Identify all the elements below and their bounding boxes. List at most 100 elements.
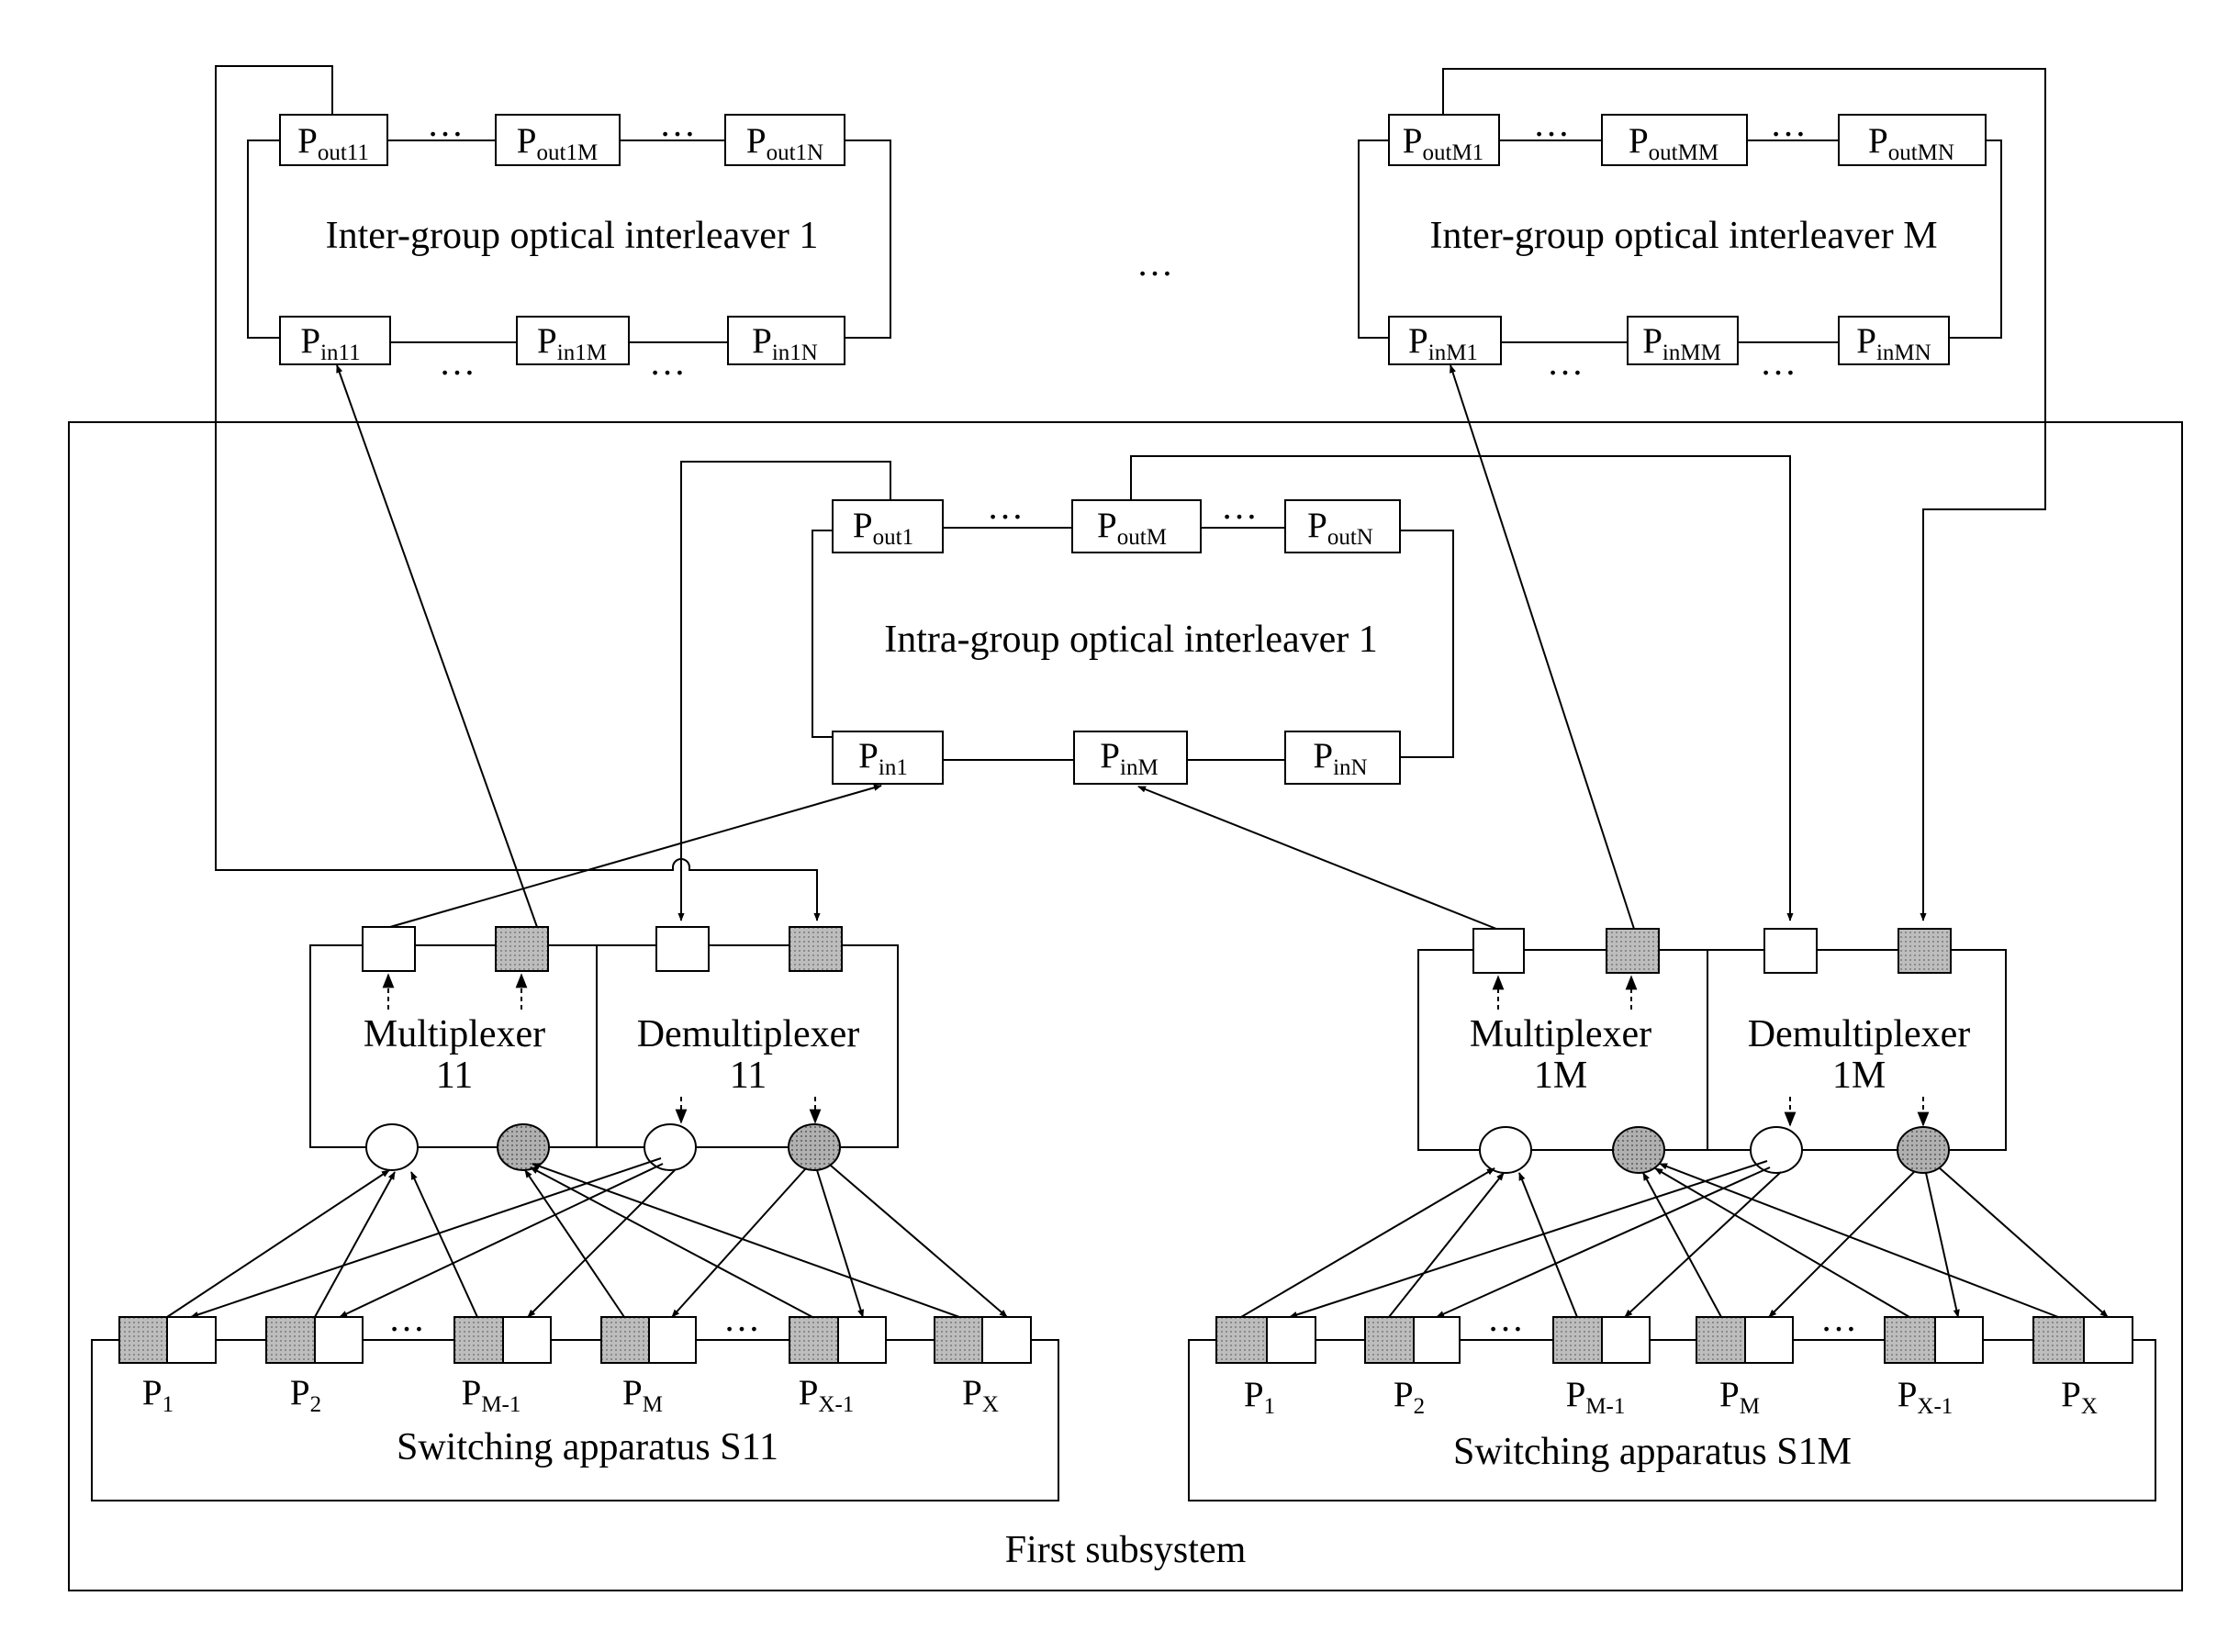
svg-text:PX-1: PX-1	[799, 1373, 855, 1417]
inter-group-interleaver-1-label: Inter-group optical interleaver 1	[326, 215, 819, 257]
mux1m-label-line2: 1M	[1534, 1055, 1587, 1097]
s11-port-px-1: PX-1	[789, 1317, 886, 1417]
port-pin1m-base: P	[537, 321, 557, 361]
s1m-port-px-1: PX-1	[1885, 1317, 1983, 1419]
s1m-p1-base: P	[1244, 1375, 1264, 1414]
s11-pm1-sub: M-1	[481, 1392, 521, 1417]
svg-text:P1: P1	[1244, 1375, 1275, 1419]
interm-in-ellipsis-1: …	[1547, 341, 1584, 383]
s1m-fanout-arrows	[1241, 1161, 2108, 1317]
intra-group-interleaver-1: … … Intra-group optical interleaver 1 Po…	[812, 486, 1453, 784]
port-pin11-base: P	[300, 321, 320, 361]
s11-pm-base: P	[622, 1373, 643, 1412]
s1m-ellipsis-2: …	[1820, 1298, 1857, 1339]
svg-text:P2: P2	[1394, 1375, 1425, 1419]
s11-fanout-arrows	[167, 1158, 1007, 1317]
port-poutm1-base: P	[1403, 121, 1423, 161]
port-pout11: Pout11	[280, 115, 387, 165]
port-pin1m: Pin1M	[517, 317, 629, 365]
s11-port-p1: P1	[119, 1317, 216, 1417]
port-pout1: Pout1	[833, 500, 943, 553]
port-pinm-base: P	[1100, 736, 1120, 776]
mux-demux-11: Multiplexer 11 Demultiplexer 11	[310, 927, 898, 1170]
mux11-label-line1: Multiplexer	[364, 1013, 545, 1055]
port-pinmn-base: P	[1856, 321, 1876, 361]
s1m-port-pm: PM	[1696, 1317, 1793, 1419]
port-pin1-sub: in1	[879, 755, 908, 780]
port-pin1n-base: P	[752, 321, 772, 361]
port-pin1: Pin1	[833, 731, 943, 784]
mux11-wavelength-node	[366, 1124, 418, 1170]
connection-lines	[216, 66, 2045, 929]
port-pinm: PinM	[1074, 731, 1187, 784]
s1m-pm1-base: P	[1566, 1375, 1586, 1414]
s1m-ellipsis-1: …	[1487, 1298, 1524, 1339]
s1m-port-pm-1: PM-1	[1553, 1317, 1650, 1419]
switching-apparatus-s1m: … … Switching apparatus S1M P1 P2 PM-1 P…	[1189, 1298, 2155, 1501]
port-poutmm-base: P	[1629, 121, 1649, 161]
port-pin1-base: P	[858, 736, 879, 776]
s1m-px-base: P	[2061, 1375, 2081, 1414]
port-pinmm-sub: inMM	[1662, 340, 1721, 365]
svg-text:P2: P2	[290, 1373, 321, 1417]
port-pout1-base: P	[853, 506, 873, 545]
port-pout1m-sub: out1M	[537, 140, 599, 165]
s11-pm1-base: P	[462, 1373, 482, 1412]
s1m-port-px: PX	[2033, 1317, 2133, 1419]
demux1m-wavelength-node	[1751, 1127, 1802, 1173]
demux11-input-port	[656, 927, 709, 971]
port-pinm-sub: inM	[1120, 755, 1159, 780]
s11-port-px: PX	[935, 1317, 1031, 1417]
svg-text:PM: PM	[622, 1373, 663, 1417]
port-pinn-base: P	[1313, 736, 1333, 776]
port-pinn-sub: inN	[1333, 755, 1368, 780]
s11-ellipsis-2: …	[723, 1298, 760, 1339]
port-poutmn: PoutMN	[1839, 115, 1986, 165]
inter1-out-ellipsis-2: …	[659, 103, 696, 144]
port-pin1n: Pin1N	[728, 317, 845, 365]
demux11-label-line2: 11	[730, 1055, 767, 1097]
s11-pm-sub: M	[643, 1392, 663, 1417]
port-pinmm-base: P	[1642, 321, 1662, 361]
demux1m-label-line2: 1M	[1832, 1055, 1886, 1097]
s11-px-sub: X	[982, 1392, 999, 1417]
mux1m-wavelength-node	[1480, 1127, 1531, 1173]
switch-s11-label: Switching apparatus S11	[397, 1426, 778, 1468]
switch-s1m-label: Switching apparatus S1M	[1453, 1431, 1852, 1473]
demux11-shaded-node	[789, 1124, 840, 1170]
svg-text:P1: P1	[142, 1373, 174, 1417]
port-poutm-sub: outM	[1117, 525, 1167, 550]
mux11-label-line2: 11	[436, 1055, 473, 1097]
port-poutn-sub: outN	[1327, 525, 1373, 550]
svg-text:PM-1: PM-1	[462, 1373, 521, 1417]
port-pinn: PinN	[1285, 731, 1400, 784]
svg-text:PX-1: PX-1	[1898, 1375, 1954, 1419]
s1m-px1-base: P	[1898, 1375, 1918, 1414]
s11-port-p2: P2	[266, 1317, 363, 1417]
inter-group-interleaver-m-label: Inter-group optical interleaver M	[1429, 215, 1937, 257]
svg-text:PX: PX	[2061, 1375, 2098, 1419]
inter-group-interleaver-1: … … … … Inter-group optical interleaver …	[248, 103, 890, 383]
port-pinmm: PinMM	[1628, 317, 1738, 365]
s1m-px-sub: X	[2081, 1394, 2098, 1419]
port-pinm1-base: P	[1408, 321, 1428, 361]
s1m-px1-sub: X-1	[1917, 1394, 1953, 1419]
port-poutm-base: P	[1097, 506, 1117, 545]
port-pout11-base: P	[297, 121, 318, 161]
s1m-port-p1: P1	[1216, 1317, 1315, 1419]
port-poutn: PoutN	[1285, 500, 1400, 553]
s11-p1-sub: 1	[162, 1392, 174, 1417]
demux1m-input-port	[1764, 929, 1817, 973]
port-poutmm-sub: outMM	[1649, 140, 1718, 165]
s1m-p1-sub: 1	[1264, 1394, 1276, 1419]
demux11-wavelength-node	[644, 1124, 696, 1170]
port-poutm1-sub: outM1	[1423, 140, 1484, 165]
port-poutmm: PoutMM	[1602, 115, 1747, 165]
port-pout1m-base: P	[517, 121, 537, 161]
s1m-p2-base: P	[1394, 1375, 1414, 1414]
demux11-shaded-input-port	[789, 927, 842, 971]
port-pinmn-sub: inMN	[1876, 340, 1931, 365]
s1m-pm-sub: M	[1740, 1394, 1760, 1419]
mux1m-shaded-output-port	[1606, 929, 1659, 973]
